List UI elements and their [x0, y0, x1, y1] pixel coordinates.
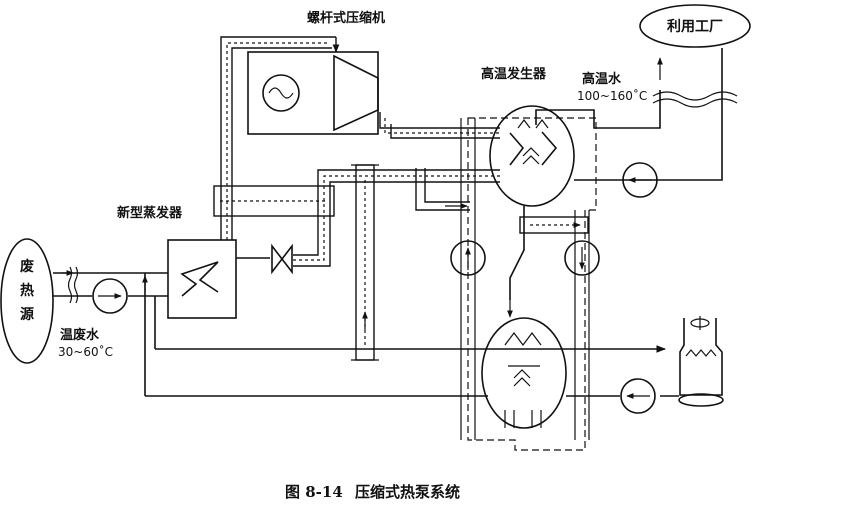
waste-water-inlet-pipes — [53, 266, 168, 304]
waste-heat-label-2: 热 — [20, 282, 34, 299]
new-evaporator — [167, 239, 237, 319]
inter-vessel-lines — [507, 206, 589, 318]
figure-caption: 图 8-14 压缩式热泵系统 — [285, 483, 460, 501]
caption-figure-number: 图 8-14 — [285, 483, 343, 501]
solution-loop-right — [564, 210, 600, 440]
expansion-valve — [271, 243, 293, 275]
factory: 利用工厂 — [639, 4, 751, 48]
waste-heat-label-1: 废 — [20, 258, 34, 275]
solution-loop-left — [450, 118, 486, 440]
low-temp-range: 30~60˚C — [58, 344, 113, 359]
branch-pipe — [415, 168, 470, 211]
high-temp-range: 100~160˚C — [577, 88, 647, 103]
waste-water-return-lines — [142, 273, 666, 397]
compressor-label: 螺杆式压缩机 — [307, 10, 385, 26]
cooling-water-pump — [566, 378, 656, 414]
evaporator-label: 新型蒸发器 — [117, 205, 183, 221]
factory-label: 利用工厂 — [667, 18, 723, 35]
caption-title: 压缩式热泵系统 — [355, 483, 460, 501]
low-water-label: 温废水 — [60, 327, 100, 343]
waste-heat-source: 废 热 源 — [0, 238, 54, 364]
low-temp-exchanger — [481, 317, 567, 429]
intermediate-exchanger — [213, 164, 379, 361]
waste-water-pump — [92, 278, 128, 314]
cooling-tank — [660, 316, 724, 407]
generator-boundary — [467, 117, 597, 451]
refrigerant-loop — [220, 36, 500, 267]
waste-heat-label-3: 源 — [20, 306, 34, 323]
screw-compressor — [247, 51, 379, 135]
high-water-label: 高温水 — [582, 71, 622, 87]
generator-label: 高温发生器 — [481, 66, 547, 82]
high-temp-water-loop — [535, 48, 738, 198]
high-temp-generator — [489, 105, 575, 207]
